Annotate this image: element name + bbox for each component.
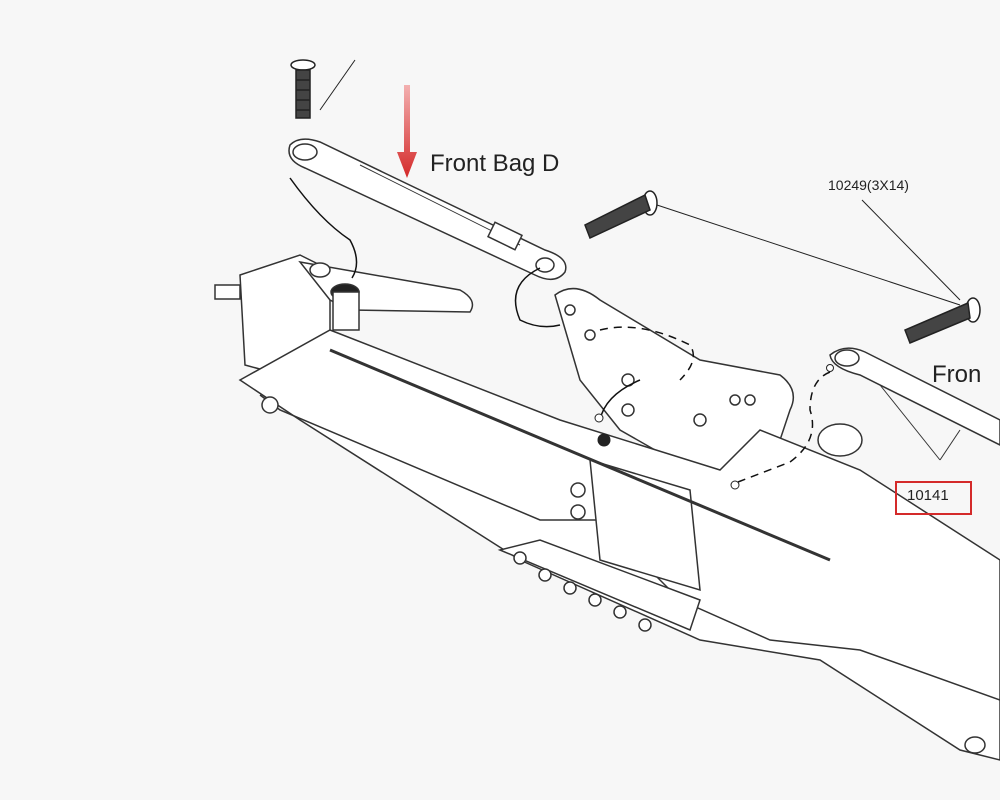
chassis-frame [238,329,1000,761]
turnbuckle-link-upper [288,138,567,281]
leader-lines [289,177,831,483]
red-arrow-icon [397,85,417,178]
mid-screw [584,190,961,306]
part-callout-label: 10141 [907,487,949,504]
hollow-arrow-icon [594,364,834,490]
partial-title-label: Fron [932,361,982,388]
part-callout-box [895,481,972,515]
top-screw [290,59,356,119]
turnbuckle-link-right [829,347,1000,461]
right-screw [861,199,981,344]
screw-callout-label: 10249(3X14) [828,177,909,193]
front-bag-title: Front Bag D [430,150,560,177]
